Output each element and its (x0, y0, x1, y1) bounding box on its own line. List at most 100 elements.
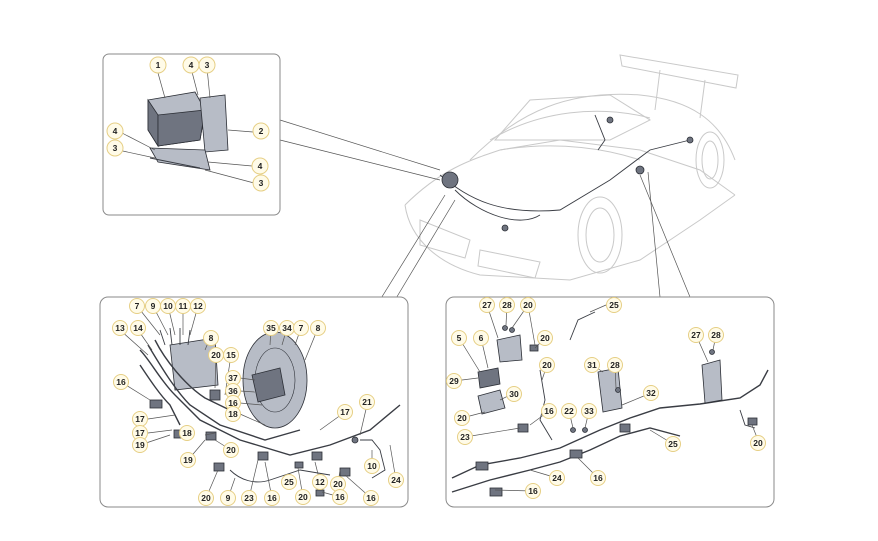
callout: 16 (541, 403, 557, 419)
callout: 16 (264, 490, 280, 506)
callout: 34 (279, 320, 295, 336)
svg-text:20: 20 (226, 445, 236, 455)
svg-text:20: 20 (333, 479, 343, 489)
svg-text:20: 20 (753, 438, 763, 448)
svg-text:29: 29 (449, 376, 459, 386)
svg-text:20: 20 (540, 333, 550, 343)
svg-text:4: 4 (189, 60, 194, 70)
callout: 20 (520, 297, 536, 313)
svg-text:20: 20 (457, 413, 467, 423)
callout: 20 (539, 357, 555, 373)
callout: 19 (132, 437, 148, 453)
callout: 16 (525, 483, 541, 499)
svg-text:4: 4 (113, 126, 118, 136)
callout: 20 (198, 490, 214, 506)
svg-text:24: 24 (552, 473, 562, 483)
svg-text:5: 5 (457, 333, 462, 343)
callout: 8 (310, 320, 326, 336)
svg-text:11: 11 (179, 301, 188, 311)
svg-text:22: 22 (564, 406, 574, 416)
callout: 32 (643, 385, 659, 401)
svg-text:20: 20 (211, 350, 221, 360)
callout: 17 (337, 404, 353, 420)
svg-text:37: 37 (228, 373, 238, 383)
callout: 27 (479, 297, 495, 313)
callout: 21 (359, 394, 375, 410)
svg-text:36: 36 (228, 386, 238, 396)
svg-text:17: 17 (135, 428, 145, 438)
svg-text:32: 32 (646, 388, 656, 398)
callout: 3 (198, 56, 216, 74)
svg-text:16: 16 (116, 377, 126, 387)
callout: 33 (581, 403, 597, 419)
svg-text:3: 3 (205, 60, 210, 70)
callout: 3 (252, 174, 270, 192)
svg-text:2: 2 (259, 126, 264, 136)
callout: 9 (145, 298, 161, 314)
panel-connectors (279, 119, 691, 301)
svg-text:3: 3 (113, 143, 118, 153)
svg-text:8: 8 (316, 323, 321, 333)
svg-text:28: 28 (711, 330, 721, 340)
callout: 14 (130, 320, 146, 336)
callout: 10 (364, 458, 380, 474)
svg-text:28: 28 (610, 360, 620, 370)
svg-text:14: 14 (133, 323, 143, 333)
callout: 30 (506, 386, 522, 402)
svg-text:19: 19 (135, 440, 145, 450)
svg-text:25: 25 (668, 439, 678, 449)
callout: 28 (708, 327, 724, 343)
callout: 25 (606, 297, 622, 313)
callout: 18 (225, 406, 241, 422)
svg-text:34: 34 (282, 323, 292, 333)
svg-text:25: 25 (284, 477, 294, 487)
svg-text:12: 12 (193, 301, 203, 311)
callout: 11 (175, 298, 191, 314)
callout: 1 (149, 56, 167, 74)
callout: 23 (241, 490, 257, 506)
svg-text:23: 23 (460, 432, 470, 442)
svg-text:20: 20 (298, 492, 308, 502)
svg-text:20: 20 (201, 493, 211, 503)
svg-text:19: 19 (183, 455, 193, 465)
svg-text:27: 27 (482, 300, 492, 310)
svg-text:21: 21 (362, 397, 372, 407)
callout: 16 (113, 374, 129, 390)
svg-text:33: 33 (584, 406, 594, 416)
callout: 28 (607, 357, 623, 373)
callout: 20 (223, 442, 239, 458)
svg-text:16: 16 (228, 398, 238, 408)
svg-text:7: 7 (135, 301, 140, 311)
callout: 13 (112, 320, 128, 336)
callout: 20 (454, 410, 470, 426)
svg-text:30: 30 (509, 389, 519, 399)
callout: 9 (220, 490, 236, 506)
callout: 20 (750, 435, 766, 451)
svg-text:27: 27 (691, 330, 701, 340)
callout: 18 (179, 425, 195, 441)
svg-text:1: 1 (156, 60, 161, 70)
callout: 20 (537, 330, 553, 346)
svg-text:4: 4 (258, 161, 263, 171)
svg-text:16: 16 (335, 492, 345, 502)
svg-text:6: 6 (479, 333, 484, 343)
svg-text:35: 35 (266, 323, 276, 333)
svg-text:9: 9 (226, 493, 231, 503)
callout: 5 (451, 330, 467, 346)
svg-text:25: 25 (609, 300, 619, 310)
svg-text:16: 16 (267, 493, 277, 503)
callout: 8 (203, 330, 219, 346)
callout: 16 (363, 490, 379, 506)
svg-text:16: 16 (593, 473, 603, 483)
callout: 35 (263, 320, 279, 336)
svg-text:31: 31 (587, 360, 597, 370)
svg-text:28: 28 (502, 300, 512, 310)
svg-text:17: 17 (340, 407, 350, 417)
callout: 6 (473, 330, 489, 346)
callout: 31 (584, 357, 600, 373)
callout: 12 (190, 298, 206, 314)
callout: 15 (223, 347, 239, 363)
callout: 25 (281, 474, 297, 490)
svg-text:3: 3 (259, 178, 264, 188)
